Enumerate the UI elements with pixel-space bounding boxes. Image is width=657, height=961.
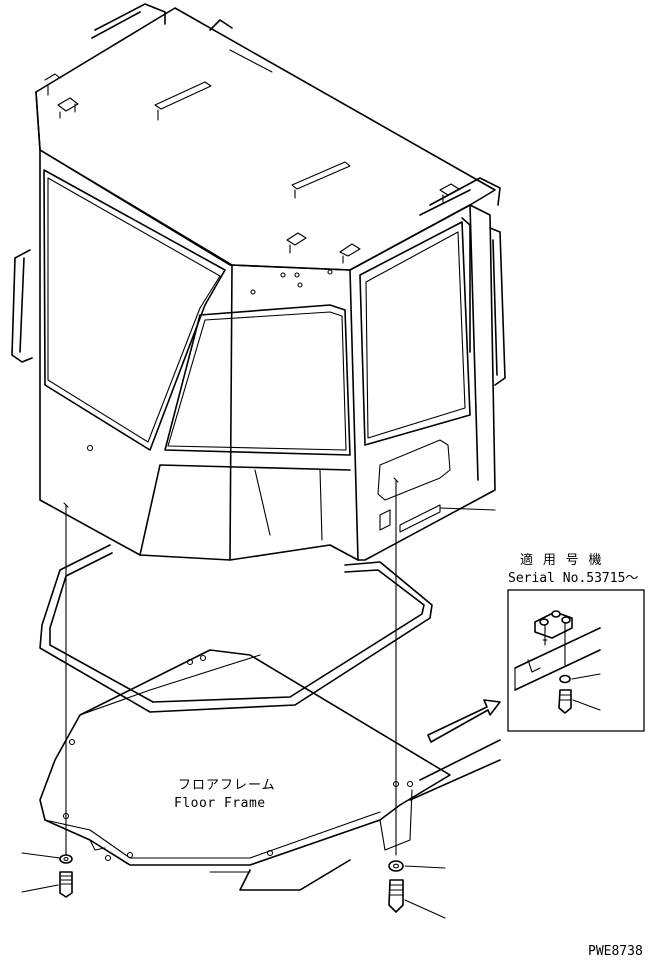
operator-cab [11, 3, 506, 561]
serial-detail-inset [507, 589, 645, 732]
detail-arrow [427, 699, 501, 743]
drawing-number: PWE8738 [588, 944, 643, 959]
alignment-lines [63, 477, 399, 856]
left-washer-and-bolt [21, 852, 73, 898]
serial-note-en: Serial No.53715～ [508, 571, 638, 586]
right-washer-and-bolt [388, 860, 446, 919]
floor-frame-label-jp: フロアフレーム [178, 778, 276, 793]
floor-frame-label-en: Floor Frame [174, 796, 266, 811]
serial-note-jp: 適 用 号 機 [520, 552, 602, 568]
floor-frame-part [39, 649, 501, 891]
floor-seal-gasket [39, 544, 433, 713]
